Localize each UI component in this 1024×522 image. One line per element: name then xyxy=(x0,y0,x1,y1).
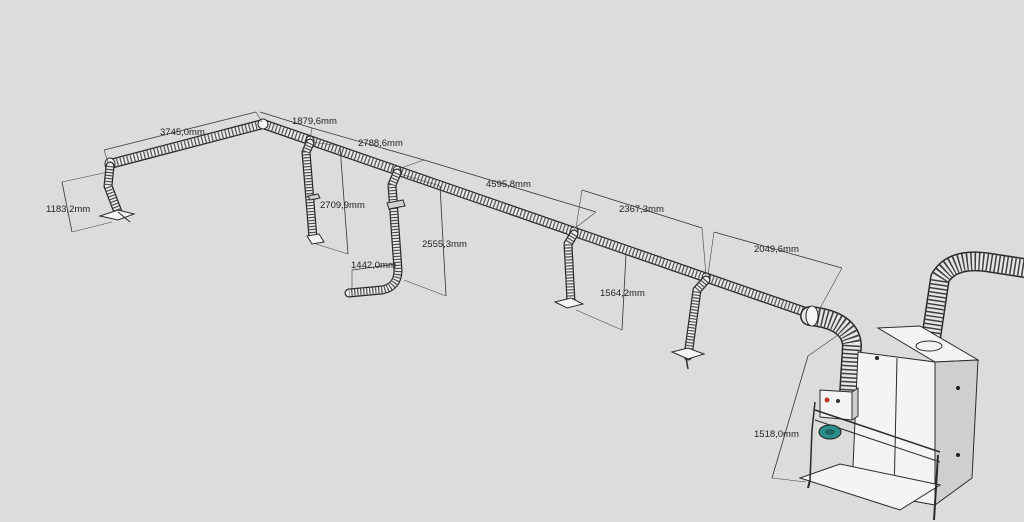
duct-elbow-to-unit xyxy=(800,305,862,420)
drop-hose-3 xyxy=(344,168,406,298)
drop-hose-4 xyxy=(553,229,585,309)
dimension-lines xyxy=(61,111,843,483)
dim-4595-label: 4595,8mm xyxy=(486,179,531,190)
extractor-unit xyxy=(798,251,1024,521)
dimension-labels: 3745,0mm 1879,6mm 2788,6mm 4595,8mm 2367… xyxy=(46,116,799,440)
dim-2367-label: 2367,3mm xyxy=(619,204,664,215)
drop-hose-2 xyxy=(301,138,325,245)
dim-1879-label: 1879,6mm xyxy=(292,116,337,127)
dim-3745-label: 3745,0mm xyxy=(160,127,205,138)
dim-2788-label: 2788,6mm xyxy=(358,138,403,149)
dim-2555-label: 2555,3mm xyxy=(422,239,467,250)
dim-2049-label: 2049,6mm xyxy=(754,244,799,255)
main-duct xyxy=(105,119,822,321)
dim-2709-label: 2709,9mm xyxy=(320,200,365,211)
dim-1442-label: 1442,0mm xyxy=(351,260,396,271)
dim-1564-label: 1564,2mm xyxy=(600,288,645,299)
drop-hose-5 xyxy=(670,275,711,370)
dim-1183-label: 1183,2mm xyxy=(46,204,90,215)
drop-hose-1 xyxy=(98,161,136,223)
dim-1518-label: 1518,0mm xyxy=(754,429,799,440)
